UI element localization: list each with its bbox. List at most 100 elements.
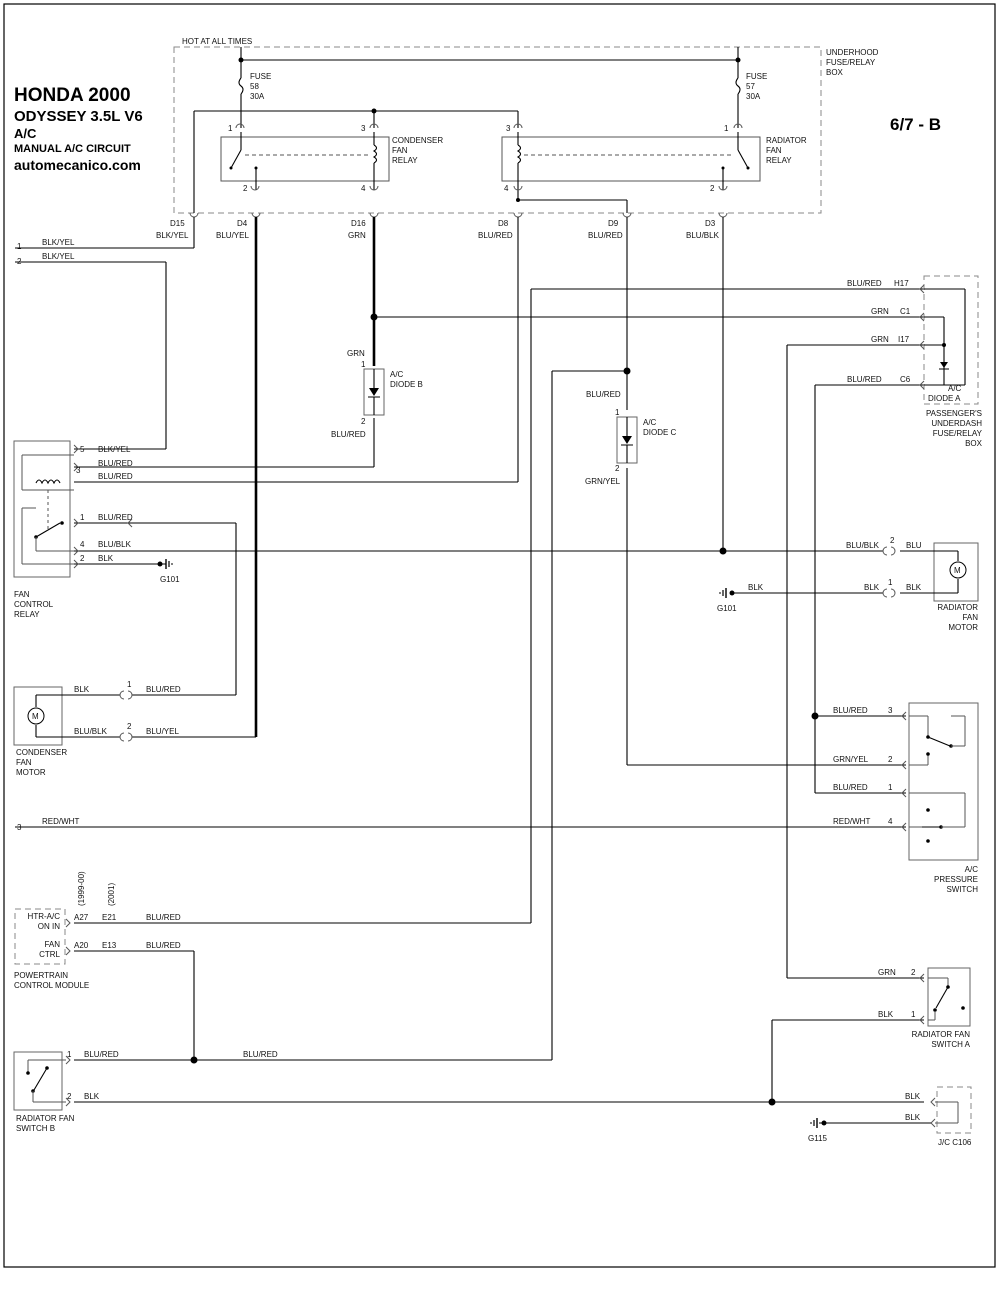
jc-ground-g115: G115 (808, 1134, 828, 1143)
pcm-pin-e13: E13 (102, 941, 117, 950)
condenser-motor-m-symbol: M (32, 712, 39, 721)
rfsa-wire-1: BLK (878, 1010, 894, 1019)
cfm-pin-1: 1 (127, 680, 132, 689)
left-references: 1 BLK/YEL 2 BLK/YEL (15, 217, 195, 450)
c6-wire: BLU/RED (847, 375, 882, 384)
ps-wire-2: GRN/YEL (833, 755, 869, 764)
cond-relay-pin-4: 4 (361, 184, 366, 193)
fcr-wire-3b: BLU/RED (98, 472, 133, 481)
rfsb-wire-2: BLK (84, 1092, 100, 1101)
jc-c106-label: J/C C106 (938, 1138, 972, 1147)
c1-wire: GRN (871, 307, 889, 316)
condenser-fan-motor: M BLK 1 BLU/RED BLU/BLK 2 BLU/YEL CONDEN… (13, 680, 181, 777)
cfm-pin-2: 2 (127, 722, 132, 731)
diode-b-pin-2: 2 (361, 417, 366, 426)
pcm-pin-a20: A20 (74, 941, 89, 950)
diode-b-top-wire: GRN (347, 349, 365, 358)
rfsa-wire-2: GRN (878, 968, 896, 977)
rfm-wire-right-1: BLK (906, 583, 922, 592)
terminal-c1: C1 (900, 307, 911, 316)
ps-wire-1: BLU/RED (833, 783, 868, 792)
cfm-wire-left-1: BLK (74, 685, 90, 694)
h17-wire: BLU/RED (847, 279, 882, 288)
terminal-d4: D4 (237, 219, 248, 228)
wire-d4: BLU/YEL (216, 231, 249, 240)
diode-c-pin-2: 2 (615, 464, 620, 473)
terminal-d8: D8 (498, 219, 509, 228)
jc-wire-2: BLK (905, 1113, 921, 1122)
fcr-wire-4: BLU/BLK (98, 540, 132, 549)
diode-c-top-wire: BLU/RED (586, 390, 621, 399)
wires (15, 217, 924, 1106)
terminal-d3: D3 (705, 219, 716, 228)
fan-control-relay: 5 3 1 4 2 BLK/YEL BLU/RED BLU/RED BLU/RE… (13, 440, 180, 619)
ref-2-wire: BLK/YEL (42, 252, 75, 261)
ps-pin-3: 3 (888, 706, 893, 715)
rfm-pin-2: 2 (890, 536, 895, 545)
fcr-pin-4: 4 (80, 540, 85, 549)
page-frame (3, 3, 996, 1268)
rfm-pin-1: 1 (888, 578, 893, 587)
cfm-wire-right-2: BLU/YEL (146, 727, 179, 736)
circuit-title: MANUAL A/C CIRCUIT (14, 143, 131, 155)
rfsb-pin-1: 1 (67, 1050, 72, 1059)
wire-d8: BLU/RED (478, 231, 513, 240)
wire-d16: GRN (348, 231, 366, 240)
wire-d9: BLU/RED (588, 231, 623, 240)
jc-wire-1: BLK (905, 1092, 921, 1101)
fcr-ground-g101: G101 (160, 575, 180, 584)
ps-pin-2: 2 (888, 755, 893, 764)
pcm-year-b: (2001) (107, 883, 116, 906)
page-code: 6/7 - B (890, 115, 941, 134)
fcr-wire-3: BLU/RED (98, 459, 133, 468)
ps-wire-4: RED/WHT (833, 817, 870, 826)
rfm-wire-left-1: BLK (864, 583, 880, 592)
title-block: HONDA 2000 ODYSSEY 3.5L V6 A/C MANUAL A/… (14, 85, 941, 173)
rfm-wire-left-2: BLU/BLK (846, 541, 880, 550)
hot-at-all-times-label: HOT AT ALL TIMES (182, 37, 252, 46)
diode-c-bottom-wire: GRN/YEL (585, 477, 621, 486)
rfsb-wire-1b: BLU/RED (243, 1050, 278, 1059)
rfm-ground-wire: BLK (748, 583, 764, 592)
rad-relay-pin-4: 4 (504, 184, 509, 193)
pcm-wire-2: BLU/RED (146, 941, 181, 950)
ps-wire-3: BLU/RED (833, 706, 868, 715)
model-title: ODYSSEY 3.5L V6 (14, 108, 143, 125)
rad-relay-pin-3: 3 (506, 124, 511, 133)
fcr-pin-3: 3 (76, 466, 81, 475)
radiator-motor-m-symbol: M (954, 566, 961, 575)
rfsa-pin-1: 1 (911, 1010, 916, 1019)
diode-b-bottom-wire: BLU/RED (331, 430, 366, 439)
rfsa-pin-2: 2 (911, 968, 916, 977)
rfm-ground-g101: G101 (717, 604, 737, 613)
rfm-wire-right-2: BLU (906, 541, 922, 550)
fcr-pin-5: 5 (80, 445, 85, 454)
cond-relay-pin-3: 3 (361, 124, 366, 133)
rad-relay-pin-1: 1 (724, 124, 729, 133)
ac-pressure-switch: BLU/RED 3 GRN/YEL 2 BLU/RED 1 RED/WHT 4 … (833, 702, 979, 894)
cfm-wire-right-1: BLU/RED (146, 685, 181, 694)
rad-relay-pin-2: 2 (710, 184, 715, 193)
terminal-d15: D15 (170, 219, 185, 228)
